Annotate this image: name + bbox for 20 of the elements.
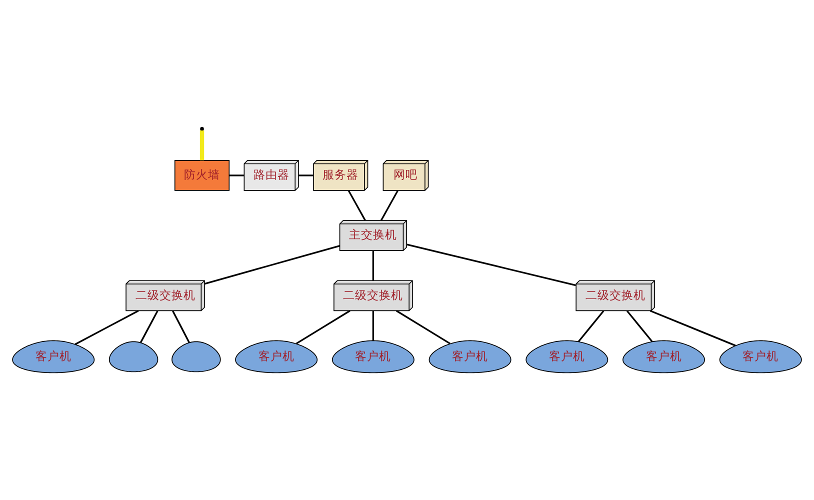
connector <box>74 310 139 346</box>
connector <box>348 190 366 221</box>
connector <box>396 310 450 344</box>
connector <box>140 310 158 343</box>
connector <box>296 310 350 344</box>
node-box: 防火墙 <box>174 160 230 191</box>
connector <box>650 310 736 346</box>
connector <box>172 310 190 343</box>
node-person <box>172 341 221 372</box>
connector <box>204 244 340 285</box>
connector <box>578 310 604 342</box>
connector <box>200 130 204 160</box>
connector <box>380 190 398 221</box>
node-person <box>108 341 158 372</box>
connector <box>229 174 244 176</box>
connector <box>298 174 314 176</box>
connector <box>372 310 374 341</box>
connector <box>406 244 576 286</box>
connector <box>372 250 374 281</box>
connector <box>626 310 653 342</box>
